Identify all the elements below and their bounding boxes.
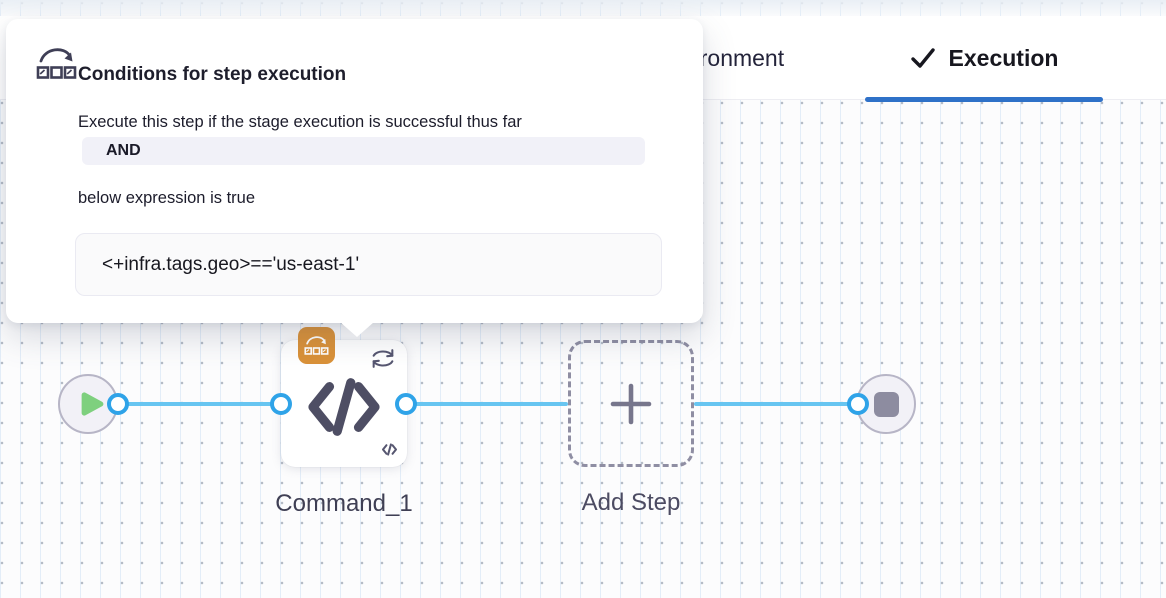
tab-execution-label: Execution: [948, 44, 1059, 71]
play-icon: [76, 389, 106, 419]
operator-label: AND: [106, 142, 141, 159]
port-start-out[interactable]: [107, 393, 129, 415]
tab-execution[interactable]: Execution: [865, 16, 1103, 100]
edge-addstep-to-end: [694, 402, 858, 406]
add-step-button[interactable]: [568, 340, 694, 467]
tooltip-caret: [340, 322, 374, 337]
tooltip-condition-text: Execute this step if the stage execution…: [78, 113, 522, 131]
conditions-tooltip: Conditions for step execution Execute th…: [6, 19, 703, 337]
port-command-in[interactable]: [270, 393, 292, 415]
port-command-out[interactable]: [395, 393, 417, 415]
plus-icon: [606, 379, 656, 429]
step-label-command[interactable]: Command_1: [275, 490, 413, 517]
code-icon: [305, 376, 383, 438]
step-label-add-step[interactable]: Add Step: [581, 489, 681, 516]
active-tab-underline: [865, 97, 1103, 102]
conditional-execution-icon: [36, 45, 77, 86]
loop-icon: [369, 347, 397, 375]
checkmark-icon: [910, 46, 936, 70]
port-end-in[interactable]: [847, 393, 869, 415]
mini-code-icon: [381, 443, 398, 461]
conditional-execution-badge[interactable]: [298, 327, 335, 364]
expression-box: <+infra.tags.geo>=='us-east-1': [75, 233, 662, 296]
step-node-command[interactable]: [281, 327, 407, 467]
tooltip-title: Conditions for step execution: [78, 64, 347, 85]
tooltip-expression-text: below expression is true: [78, 189, 256, 207]
operator-badge: AND: [82, 137, 645, 165]
expression-value: <+infra.tags.geo>=='us-east-1': [102, 253, 360, 275]
canvas-top-fade: [0, 0, 1166, 18]
stop-icon: [873, 391, 899, 417]
edge-command-to-addstep: [406, 402, 568, 406]
edge-start-to-command: [118, 402, 281, 406]
conditional-execution-icon: [304, 334, 329, 357]
